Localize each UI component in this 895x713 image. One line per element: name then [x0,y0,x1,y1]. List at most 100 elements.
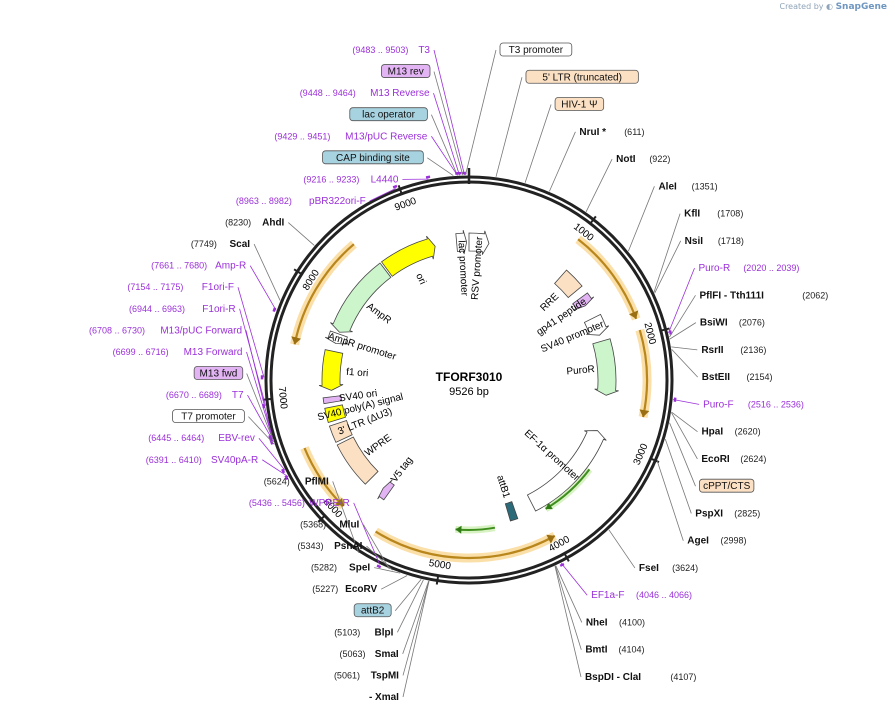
label-alei[interactable]: AleI(1351) [628,181,718,252]
label-ecorv[interactable]: EcoRV(5227) [312,575,408,596]
feature-f1ori[interactable]: f1 ori [318,349,369,391]
label-mlui[interactable]: MluI(5368) [300,519,390,570]
label-coords: (5343) [297,541,323,551]
label-hpai[interactable]: HpaI(2620) [671,411,761,438]
feature-shape [322,395,343,405]
feature-ampr_gene[interactable]: AmpR [330,262,393,333]
label-cap[interactable]: CAP binding site [322,150,454,176]
label-box [353,603,392,618]
label-name: EBV-rev [218,433,255,444]
label-coords: (5368) [300,519,326,529]
label-name: PshAI [334,541,363,552]
label-nsii[interactable]: NsiI(1718) [654,236,744,294]
feature-label: RRE [538,291,561,314]
label-bsteii[interactable]: BstEII(2154) [671,349,773,383]
label-ecori[interactable]: EcoRI(2624) [671,412,766,465]
label-spei[interactable]: SpeI(5282) [311,563,401,574]
label-bsiwi[interactable]: BsiWI(2076) [669,318,765,340]
leader-line [671,346,698,351]
label-blpi[interactable]: BlpI(5103) [334,579,424,638]
feature-puroR[interactable]: PuroR [566,338,619,396]
label-pshai[interactable]: PshAI (5343) [297,541,393,571]
label-name: SmaI [375,649,399,660]
leader-line [608,529,636,569]
label-attb2[interactable]: attB2 [353,579,422,618]
label-coords: (6699 .. 6716) [113,347,169,357]
label-coords: (4107) [670,672,696,682]
label-pflfi[interactable]: PflFI - Tth111I(2062) [669,290,829,338]
label-name: M13 Forward [184,347,243,358]
label-ahdi[interactable]: AhdI(8230) [225,218,315,246]
label-ltr5[interactable]: 5' LTR (truncated) [495,69,639,177]
leader-line [431,114,458,176]
label-hiv[interactable]: HIV-1 Ψ [524,97,605,183]
label-name: RsrII [701,345,723,356]
label-bmti[interactable]: BmtI(4104) [554,565,645,656]
leader-line [554,565,582,650]
leader-line [369,188,396,202]
label-name: BstEII [702,372,731,383]
feature-sv40ori[interactable]: SV40 ori [322,388,378,405]
feature-wpre[interactable]: WPRE [336,432,394,485]
label-agei[interactable]: AgeI(2998) [656,460,747,547]
label-coords: (2062) [802,290,828,300]
label-name: cPPT/CTS [703,481,751,492]
label-pspxi[interactable]: PspXI(2825) [664,438,760,519]
feature-label: V5 tag [389,455,415,485]
primer-mark [284,475,289,481]
label-fsei[interactable]: FseI(3624) [608,529,698,574]
label-pbr322[interactable]: pBR322ori-F(8963 .. 8982) [236,184,398,207]
label-ebvrev[interactable]: EBV-rev(6445 .. 6464) [148,433,286,474]
label-box [699,478,755,493]
label-l4440[interactable]: L4440(9216 .. 9233) [303,174,431,185]
feature-rsvprom[interactable]: RSV promoter [468,230,490,300]
ruler-tick [659,327,670,332]
leader-line [664,438,692,514]
leader-line [628,186,655,252]
label-t3prom[interactable]: T3 promoter [465,42,573,176]
label-m13fwd[interactable]: M13 fwd [193,366,274,440]
label-lacop[interactable]: lac operator [349,107,458,176]
label-wprer[interactable]: WPRE-R(5436 .. 5456) [249,498,382,569]
label-box [349,107,428,122]
leader-line [669,322,697,340]
label-purof[interactable]: Puro-F(2516 .. 2536) [673,397,804,411]
leader-line [366,545,393,571]
label-rsrii[interactable]: RsrII(2136) [671,345,766,356]
label-scai[interactable]: ScaI(7749) [191,239,281,301]
label-bspdi[interactable]: BspDI - ClaI(4107) [554,566,696,683]
label-puror[interactable]: Puro-R(2020 .. 2039) [668,263,800,335]
label-pflmi[interactable]: PflMI(5624) [264,476,360,553]
leader-line [549,131,576,192]
label-noti[interactable]: NotI(922) [585,154,670,212]
feature-lacprom[interactable]: lac promoter [455,230,470,297]
label-coords: (5624) [264,476,290,486]
label-kfli[interactable]: KflI(1708) [653,209,743,293]
label-m13rev[interactable]: M13 rev [380,64,464,176]
label-xmai[interactable]: - XmaI [369,581,430,703]
label-f1orif[interactable]: F1ori-F(7154 .. 7175) [127,282,265,380]
leader-line [381,575,408,590]
label-smai[interactable]: SmaI(5063) [339,580,430,660]
label-name: NotI [616,154,636,165]
label-name: BsiWI [700,318,728,329]
label-t7prom[interactable]: T7 promoter [172,409,275,445]
label-ampr[interactable]: Amp-R(7661 .. 7680) [151,261,277,313]
feature-shape [592,338,619,396]
label-name: NruI * [579,127,606,138]
feature-v5[interactable]: V5 tag [377,455,416,501]
feature-attb1[interactable]: attB1 [494,474,519,522]
label-ef1af[interactable]: EF1a-F(4046 .. 4066) [559,562,692,601]
feature-ori[interactable]: ori [380,235,436,286]
label-coords: (5436 .. 5456) [249,498,305,508]
label-coords: (2516 .. 2536) [748,399,804,409]
leader-line [248,416,275,445]
label-nrui[interactable]: NruI *(611) [549,127,645,192]
label-nhei[interactable]: NheI(4100) [555,565,645,629]
leader-line [585,158,613,212]
label-m13puc_rev[interactable]: M13/pUC Reverse(9429 .. 9451) [274,131,460,176]
label-name: M13 rev [388,67,424,78]
label-cppt[interactable]: cPPT/CTS [669,422,755,493]
label-tspmi[interactable]: TspMI(5061) [334,580,430,681]
label-sv40par[interactable]: SV40pA-R(6391 .. 6410) [146,455,289,481]
